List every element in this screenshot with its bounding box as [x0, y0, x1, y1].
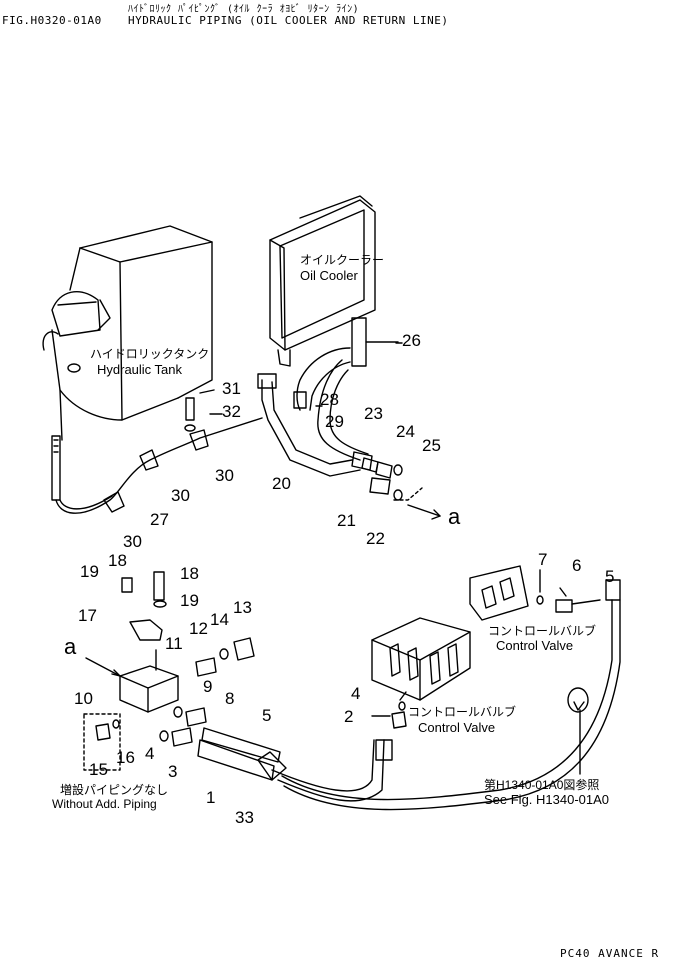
hydraulic-tank-label-en: Hydraulic Tank [97, 362, 183, 377]
part-number-21: 21 [337, 511, 356, 530]
part-number-14: 14 [210, 610, 229, 629]
title-english: HYDRAULIC PIPING (OIL COOLER AND RETURN … [128, 14, 449, 27]
title-japanese: ﾊｲﾄﾞﾛﾘｯｸ ﾊﾟｲﾋﾟﾝｸﾞ (ｵｲﾙ ｸｰﾗ ｵﾖﾋﾞ ﾘﾀｰﾝ ﾗｲﾝ… [128, 4, 360, 15]
part-number-26: 26 [402, 331, 421, 350]
without-piping-label-jp: 増設パイピングなし [60, 783, 169, 797]
part-number-33: 33 [235, 808, 254, 827]
part-number-8: 8 [225, 689, 235, 708]
part-number-7: 7 [538, 550, 548, 569]
part-number-6: 6 [572, 556, 582, 575]
control-valve-center-shape [372, 618, 470, 728]
see-figure-label-jp: 第H1340-01A0図参照 [484, 778, 600, 792]
part-number-13: 13 [233, 598, 252, 617]
control-valve-center-label-en: Control Valve [418, 720, 496, 735]
part-number-5-lower: 5 [262, 706, 272, 725]
part-number-9: 9 [203, 677, 213, 696]
part-number-24: 24 [396, 422, 415, 441]
footer-model: PC40 AVANCE R [560, 947, 660, 960]
part-number-16: 16 [116, 748, 135, 767]
arrow-a-label-right: a [448, 504, 461, 529]
part-number-5-upper: 5 [605, 567, 615, 586]
part-number-19-right: 19 [180, 591, 199, 610]
part-number-22: 22 [366, 529, 385, 548]
hydraulic-tank-shape [43, 226, 212, 440]
part-number-23: 23 [364, 404, 383, 423]
arrow-a-label-left: a [64, 634, 77, 659]
part-number-18-right: 18 [180, 564, 199, 583]
part-number-2: 2 [344, 707, 354, 726]
part-number-19-left: 19 [80, 562, 99, 581]
control-valve-center-label-jp: コントロールバルブ [408, 705, 517, 719]
part-number-11: 11 [165, 634, 183, 653]
part-number-25: 25 [422, 436, 441, 455]
part-number-28: 28 [320, 390, 339, 409]
part-number-4-left: 4 [145, 744, 155, 763]
control-valve-upper-label-en: Control Valve [496, 638, 574, 653]
part-number-30-a: 30 [171, 486, 190, 505]
part-number-12: 12 [189, 619, 208, 638]
part-number-15: 15 [89, 760, 108, 779]
oil-cooler-label-en: Oil Cooler [300, 268, 358, 283]
part-number-20: 20 [272, 474, 291, 493]
without-piping-label-en: Without Add. Piping [52, 797, 157, 811]
figure-number: FIG.H0320-01A0 [2, 14, 102, 27]
part-number-18-left: 18 [108, 551, 127, 570]
control-valve-upper-shape [470, 566, 600, 620]
part-number-17: 17 [78, 606, 97, 625]
part-number-29: 29 [325, 412, 344, 431]
control-valve-upper-label-jp: コントロールバルブ [488, 624, 597, 638]
oil-cooler-label-jp: オイルクーラー [300, 253, 385, 267]
part-number-30-b: 30 [215, 466, 234, 485]
part-number-31: 31 [222, 379, 241, 398]
part-number-4-right: 4 [351, 684, 361, 703]
part-number-3: 3 [168, 762, 178, 781]
part-number-27: 27 [150, 510, 169, 529]
part-number-30-c: 30 [123, 532, 142, 551]
see-figure-label-en: See Fig. H1340-01A0 [484, 792, 610, 807]
part-number-10: 10 [74, 689, 93, 708]
part-number-32: 32 [222, 402, 241, 421]
hydraulic-tank-label-jp: ハイドロリックタンク [90, 347, 210, 361]
part-number-1: 1 [206, 788, 216, 807]
oil-cooler-shape [270, 196, 375, 366]
